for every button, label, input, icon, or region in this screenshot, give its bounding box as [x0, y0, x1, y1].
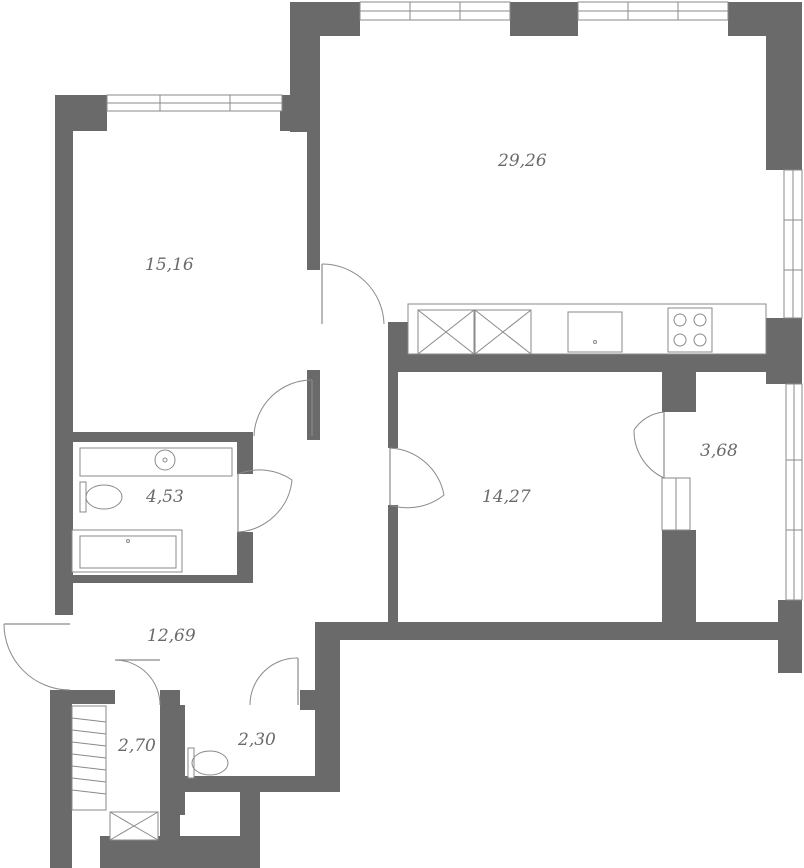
area-label-bedroom: 15,16 — [145, 255, 194, 275]
area-label-storage: 2,70 — [117, 736, 156, 756]
storage-fixtures — [71, 705, 159, 841]
doors — [3, 263, 665, 706]
bathroom-fixtures — [71, 447, 233, 573]
area-label-living-kitchen: 29,26 — [497, 151, 547, 171]
area-label-hallway: 12,69 — [147, 626, 196, 646]
area-label-bedroom-2: 14,27 — [482, 487, 531, 507]
kitchen-counter — [407, 303, 767, 355]
toilet-fixtures — [187, 747, 229, 779]
area-label-bathroom: 4,53 — [145, 487, 184, 507]
area-label-toilet: 2,30 — [237, 730, 276, 750]
area-label-balcony: 3,68 — [700, 441, 738, 461]
windows — [106, 1, 803, 601]
fixtures — [71, 303, 767, 841]
area-labels: 29,26 15,16 4,53 14,27 3,68 12,69 2,70 2… — [117, 151, 738, 756]
walls — [50, 2, 802, 868]
